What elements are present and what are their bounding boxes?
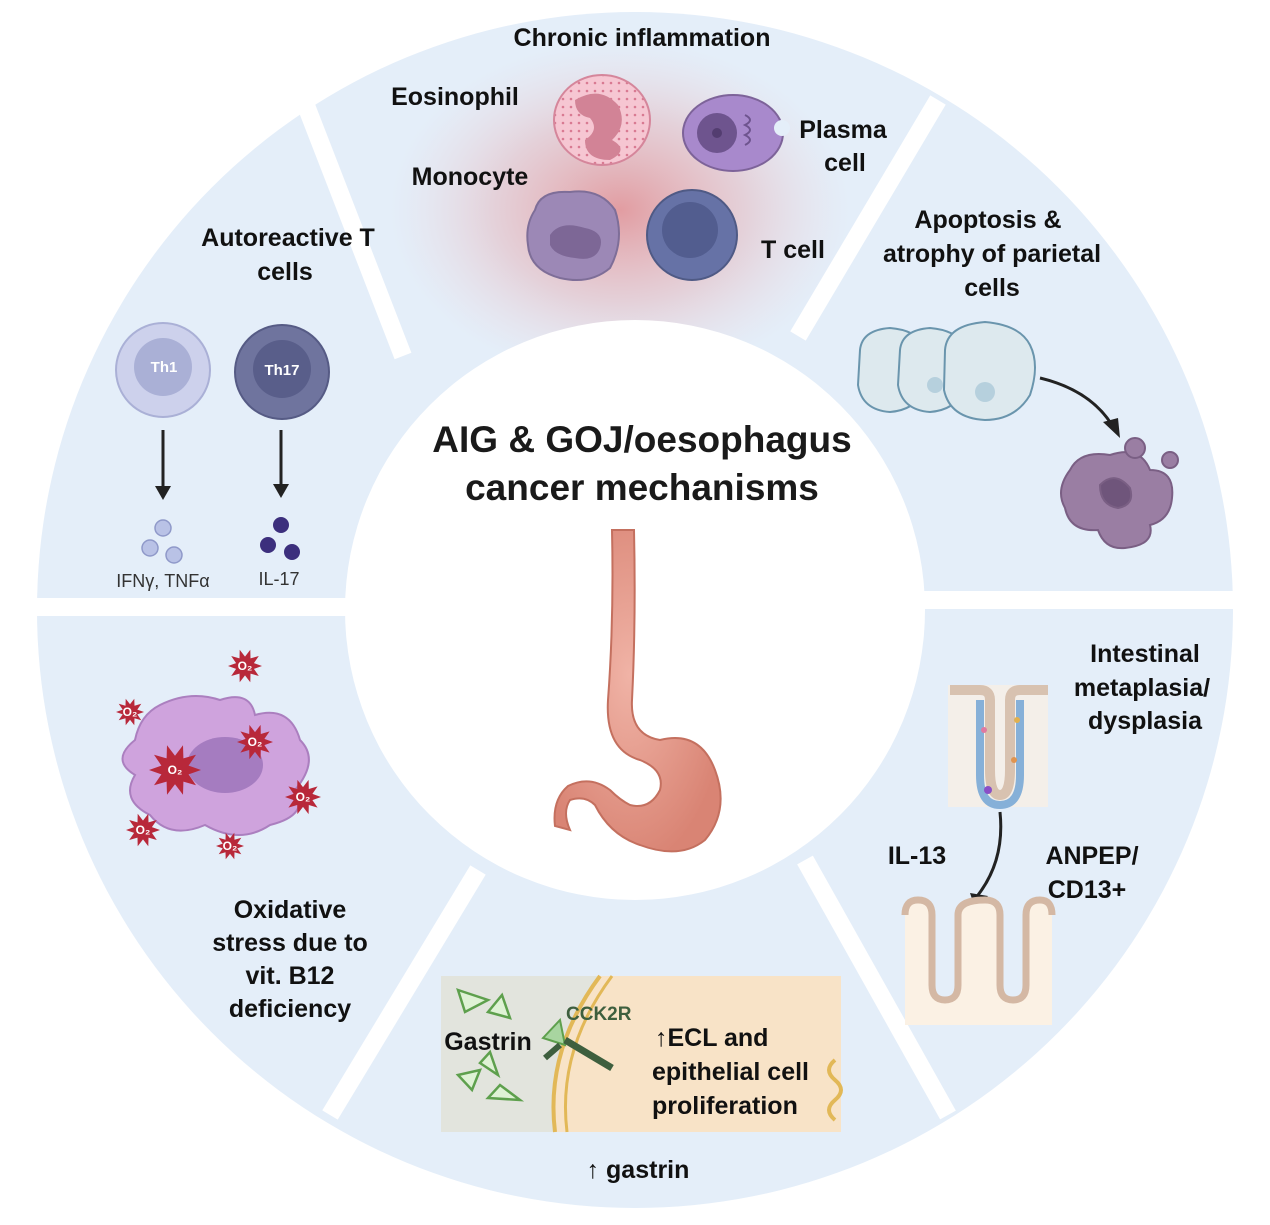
th17-cell-icon <box>234 324 330 420</box>
cytokine-icon <box>141 517 300 564</box>
parietal-cell-icon <box>856 320 1036 422</box>
th1-cytokines-label: IFNγ, TNFα <box>116 571 209 591</box>
th17-arrow <box>273 430 289 498</box>
metaplasia-line2: metaplasia/ <box>1074 674 1210 702</box>
prolif-line2: epithelial cell <box>652 1058 809 1086</box>
o2-star-icon <box>149 745 201 795</box>
prolif-line1: ↑ECL and <box>655 1024 768 1052</box>
apoptosis-line1: Apoptosis & <box>914 206 1061 234</box>
crypt-icon <box>948 685 1048 810</box>
plasma-cell-icon <box>682 94 790 172</box>
center-title-line2: cancer mechanisms <box>465 467 819 508</box>
o2-star-icon <box>228 649 262 683</box>
o2-star-icon <box>237 724 273 760</box>
monocyte-icon <box>526 190 620 281</box>
o2-star-label: O₂ <box>296 790 311 804</box>
t-cell-icon <box>646 189 738 281</box>
apoptosis-line3: cells <box>964 274 1020 302</box>
o2-star-label: O₂ <box>136 823 151 837</box>
villi-icon <box>901 896 1056 1025</box>
anpep-line2: CD13+ <box>1048 876 1127 904</box>
tcells-title-line2: cells <box>257 258 313 286</box>
tcells-title-line1: Autoreactive T <box>201 224 375 252</box>
gastrin-panel <box>441 974 843 1133</box>
center-title-line1: AIG & GOJ/oesophagus <box>432 419 851 460</box>
th17-label: Th17 <box>264 362 299 379</box>
anpep-line1: ANPEP/ <box>1045 842 1138 870</box>
metaplasia-arrow <box>976 811 1003 896</box>
o2-star-label: O₂ <box>223 839 238 853</box>
prolif-line3: proliferation <box>652 1092 798 1120</box>
oxidative-line4: deficiency <box>229 995 351 1023</box>
o2-star-icon <box>216 832 244 860</box>
oxidative-line3: vit. B12 <box>246 962 335 990</box>
gastrin-title: ↑ gastrin <box>587 1156 690 1184</box>
metaplasia-line1: Intestinal <box>1090 640 1200 668</box>
gastrin-label: Gastrin <box>444 1028 532 1056</box>
stomach-icon <box>553 529 722 853</box>
oxidative-line2: stress due to <box>212 929 368 957</box>
apoptotic-cell-icon <box>1060 437 1179 550</box>
o2-star-icon <box>285 779 321 815</box>
tcell-label: T cell <box>761 236 825 264</box>
segment-dividers <box>30 95 1240 1120</box>
apoptosis-arrow <box>1039 376 1114 426</box>
th1-cell-icon <box>115 322 211 418</box>
th1-label: Th1 <box>151 359 178 376</box>
o2-star-label: O₂ <box>248 735 263 749</box>
o2-star-icon <box>116 698 144 726</box>
inflammation-title: Chronic inflammation <box>514 24 771 52</box>
o2-star-label: O₂ <box>168 763 183 777</box>
o2-star-icon <box>126 813 160 847</box>
eosinophil-label: Eosinophil <box>391 83 519 111</box>
eosinophil-icon <box>553 74 651 166</box>
oxidative-line1: Oxidative <box>234 896 347 924</box>
th1-arrow <box>155 430 171 500</box>
apoptosis-line2: atrophy of parietal <box>883 240 1101 268</box>
oxidative-cell-icon <box>121 695 310 836</box>
il13-label: IL-13 <box>888 842 946 870</box>
receptor-icon <box>541 1017 614 1072</box>
metaplasia-line3: dysplasia <box>1088 707 1203 735</box>
apoptosis-arrowhead <box>1103 418 1120 438</box>
th17-cytokines-label: IL-17 <box>258 569 299 589</box>
monocyte-label: Monocyte <box>412 163 529 191</box>
o2-stars: O₂ O₂ O₂ O₂ O₂ O₂ O₂ <box>116 649 321 860</box>
plasma-label-line2: cell <box>824 149 866 177</box>
plasma-label-line1: Plasma <box>799 116 888 144</box>
o2-star-label: O₂ <box>123 705 138 719</box>
gastrin-triangle-icon <box>455 988 525 1102</box>
o2-star-label: O₂ <box>238 659 253 673</box>
cck2r-label: CCK2R <box>566 1004 632 1025</box>
